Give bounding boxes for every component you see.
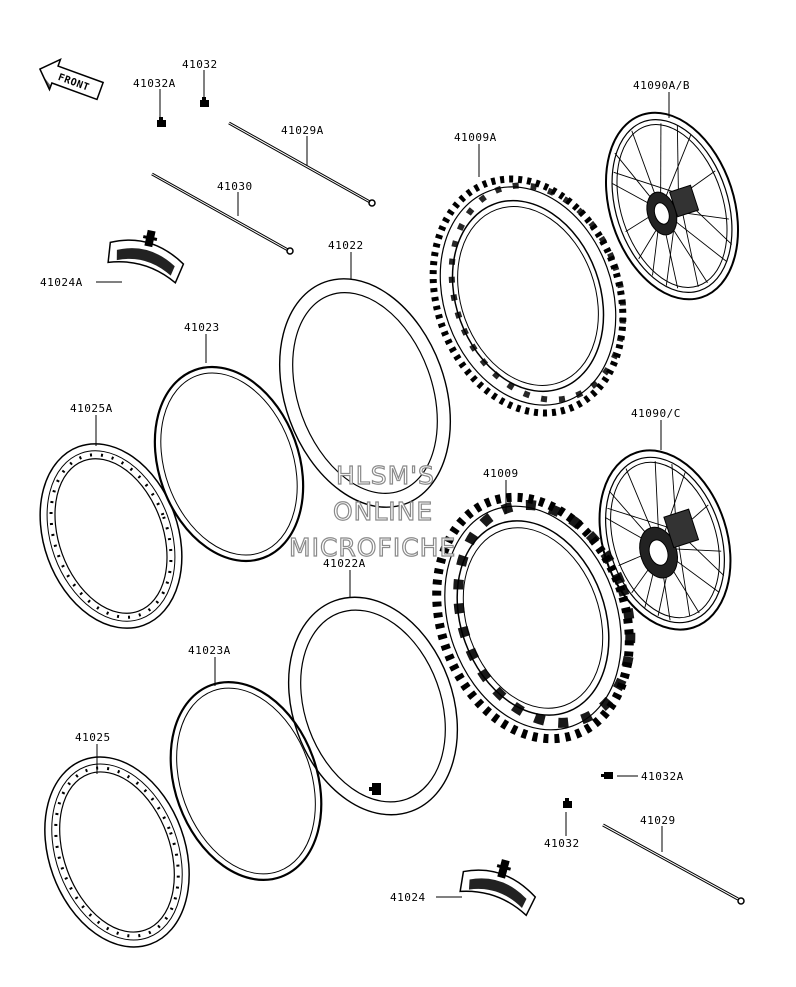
label-41032a-bottom: 41032A [641,770,684,783]
tube-41022a [287,596,459,816]
label-41009: 41009 [483,467,519,480]
label-41022: 41022 [328,239,364,252]
label-41029: 41029 [640,814,676,827]
spoke-41030 [151,172,294,255]
wheel-41090ab [604,111,740,301]
label-41090ab: 41090A/B [633,79,690,92]
watermark: HLSM'S ONLINE MICROFICHE [288,460,456,562]
spoke-41029a [228,121,376,207]
rim-lock-41024 [459,859,537,917]
label-41023: 41023 [184,321,220,334]
spoke-nipple-41032-bottom [563,798,572,808]
rim-band-41023a [169,681,323,881]
tube-41022 [278,278,452,508]
label-41032a-top: 41032A [133,77,176,90]
label-41029a: 41029A [281,124,324,137]
wheel-41090c [598,449,732,631]
spoke-nipple-41032a [157,117,166,127]
leader-lines [95,70,670,898]
label-41090c: 41090/C [631,407,681,420]
valve-stem [369,783,381,795]
rim-lock-41024a [107,229,185,284]
label-41009a: 41009A [454,131,497,144]
spoke-41029 [602,823,745,905]
spoke-nipple-41032a-bottom [601,772,613,779]
label-41024a: 41024A [40,276,83,289]
rim-41025 [44,756,190,948]
watermark-line-1: HLSM'S [336,461,435,490]
watermark-line-3: MICROFICHE [289,533,456,562]
spoke-nipple-41032 [200,97,209,107]
label-41032-top: 41032 [182,58,218,71]
label-41025: 41025 [75,731,111,744]
label-41025a: 41025A [70,402,113,415]
label-41030: 41030 [217,180,253,193]
front-arrow-icon: FRONT [38,58,105,103]
label-41022a: 41022A [323,557,366,570]
label-41024: 41024 [390,891,426,904]
label-41023a: 41023A [188,644,231,657]
label-41032-bottom: 41032 [544,837,580,850]
rim-41025a [39,443,183,629]
watermark-line-2: ONLINE [333,497,433,526]
